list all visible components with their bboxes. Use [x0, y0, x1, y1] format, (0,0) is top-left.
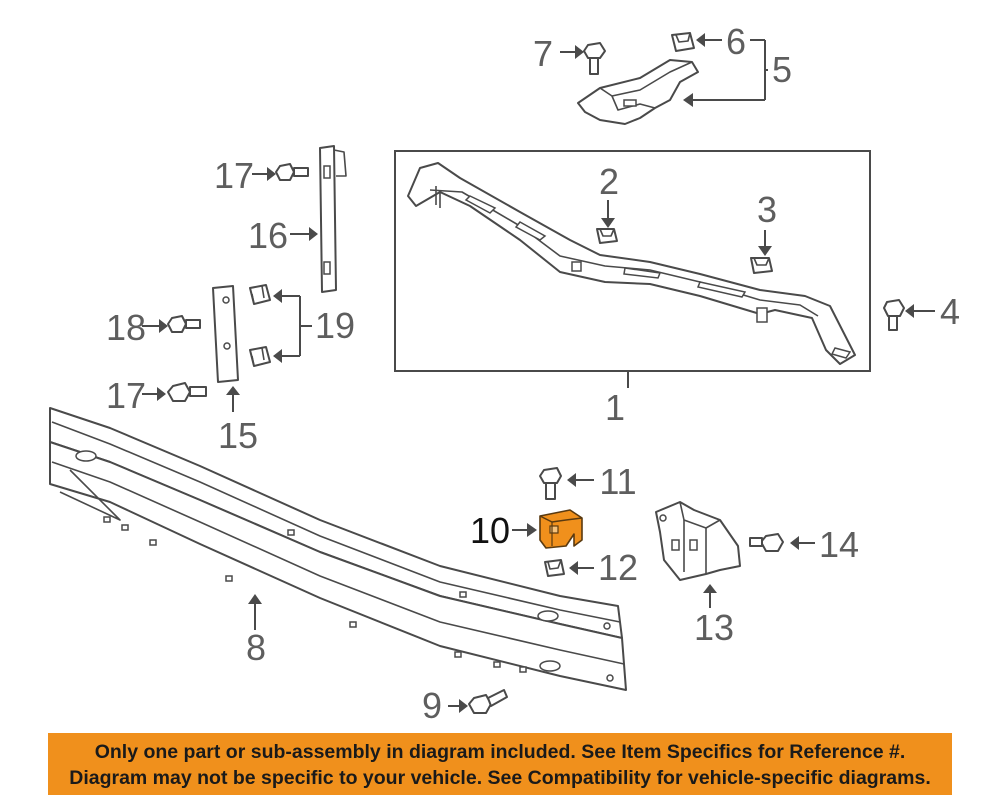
- part-12-nut: [544, 559, 594, 577]
- part-19-clips: [249, 284, 312, 367]
- disclaimer-line-1: Only one part or sub-assembly in diagram…: [94, 741, 906, 763]
- callout-11: 11: [599, 461, 636, 502]
- callout-8: 8: [246, 627, 266, 668]
- callout-9: 9: [422, 685, 442, 726]
- part-1-group-box: [394, 150, 871, 372]
- callout-2: 2: [599, 161, 619, 202]
- callout-5: 5: [772, 49, 792, 90]
- part-2-nut: [596, 200, 618, 244]
- part-17-upper-bolt: [252, 163, 309, 181]
- callout-16: 16: [248, 215, 288, 256]
- callout-10: 10: [470, 510, 510, 551]
- callout-12: 12: [598, 547, 638, 588]
- part-17-lower-bolt: [142, 382, 207, 402]
- callout-18: 18: [106, 307, 146, 348]
- callout-6: 6: [726, 21, 746, 62]
- part-10-highlighted-bracket: [512, 509, 583, 549]
- callout-15: 15: [218, 415, 258, 456]
- part-8-reinforcement-bar: [49, 407, 627, 691]
- callout-7: 7: [533, 33, 553, 74]
- callout-14: 14: [819, 524, 859, 565]
- part-13-bracket: [655, 501, 741, 608]
- callout-13: 13: [694, 607, 734, 648]
- part-4-bolt: [883, 299, 935, 331]
- part-5-bracket: [577, 39, 768, 125]
- part-1-upper-tie-bar: [394, 150, 871, 372]
- part-7-bolt: [560, 42, 606, 75]
- callout-1: 1: [605, 387, 625, 428]
- callout-17-upper: 17: [214, 155, 254, 196]
- part-15-bracket: [212, 285, 240, 412]
- callout-17-lower: 17: [106, 375, 146, 416]
- callout-3: 3: [757, 189, 777, 230]
- part-3-nut: [750, 230, 773, 274]
- exploded-parts-diagram: 1 2 3 4 5 6 7 8 9 10 11 12 13 14 15 16 1…: [49, 21, 960, 726]
- callout-4: 4: [940, 291, 960, 332]
- part-16-bracket: [290, 145, 347, 293]
- callout-19: 19: [315, 305, 355, 346]
- part-9-bolt: [448, 689, 508, 714]
- part-11-bolt: [539, 467, 594, 500]
- disclaimer-banner: Only one part or sub-assembly in diagram…: [48, 733, 952, 795]
- part-6-nut: [671, 32, 722, 52]
- part-14-bolt: [749, 533, 815, 552]
- part-18-bolt: [142, 315, 201, 333]
- disclaimer-line-2: Diagram may not be specific to your vehi…: [69, 767, 931, 789]
